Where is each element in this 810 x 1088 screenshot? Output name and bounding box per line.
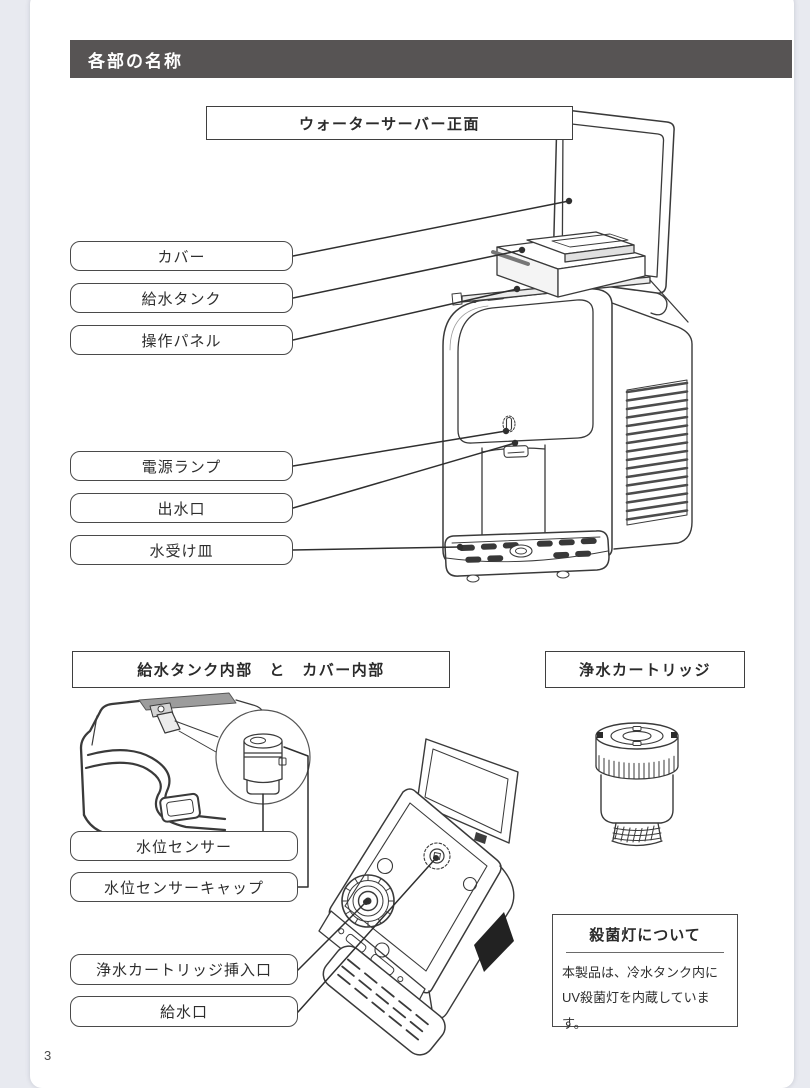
- cartridge-title: 浄水カートリッジ: [545, 651, 745, 688]
- label-drip-tray: 水受け皿: [70, 535, 293, 565]
- page-number: 3: [44, 1048, 52, 1063]
- front-diagram-title: ウォーターサーバー正面: [206, 106, 573, 140]
- label-water-inlet: 給水口: [70, 996, 298, 1027]
- uv-note-line2: UV殺菌灯を内蔵しています。: [562, 990, 710, 1031]
- label-sensor-cap: 水位センサーキャップ: [70, 872, 298, 902]
- label-cartridge-slot: 浄水カートリッジ挿入口: [70, 954, 298, 985]
- uv-note-body: 本製品は、冷水タンク内に UV殺菌灯を内蔵しています。: [553, 953, 737, 1036]
- uv-note-divider: [566, 952, 724, 953]
- label-water-outlet: 出水口: [70, 493, 293, 523]
- label-operation-panel: 操作パネル: [70, 325, 293, 355]
- label-water-level-sensor: 水位センサー: [70, 831, 298, 861]
- uv-lamp-note-box: 殺菌灯について 本製品は、冷水タンク内に UV殺菌灯を内蔵しています。: [552, 914, 738, 1031]
- uv-note-line1: 本製品は、冷水タンク内に: [562, 965, 719, 980]
- label-water-tank: 給水タンク: [70, 283, 293, 313]
- section-header-bar: 各部の名称: [70, 40, 792, 78]
- label-cover: カバー: [70, 241, 293, 271]
- page-title: 各部の名称: [88, 51, 183, 71]
- label-power-lamp: 電源ランプ: [70, 451, 293, 481]
- tank-interior-title: 給水タンク内部 と カバー内部: [72, 651, 450, 688]
- uv-note-title: 殺菌灯について: [589, 927, 701, 944]
